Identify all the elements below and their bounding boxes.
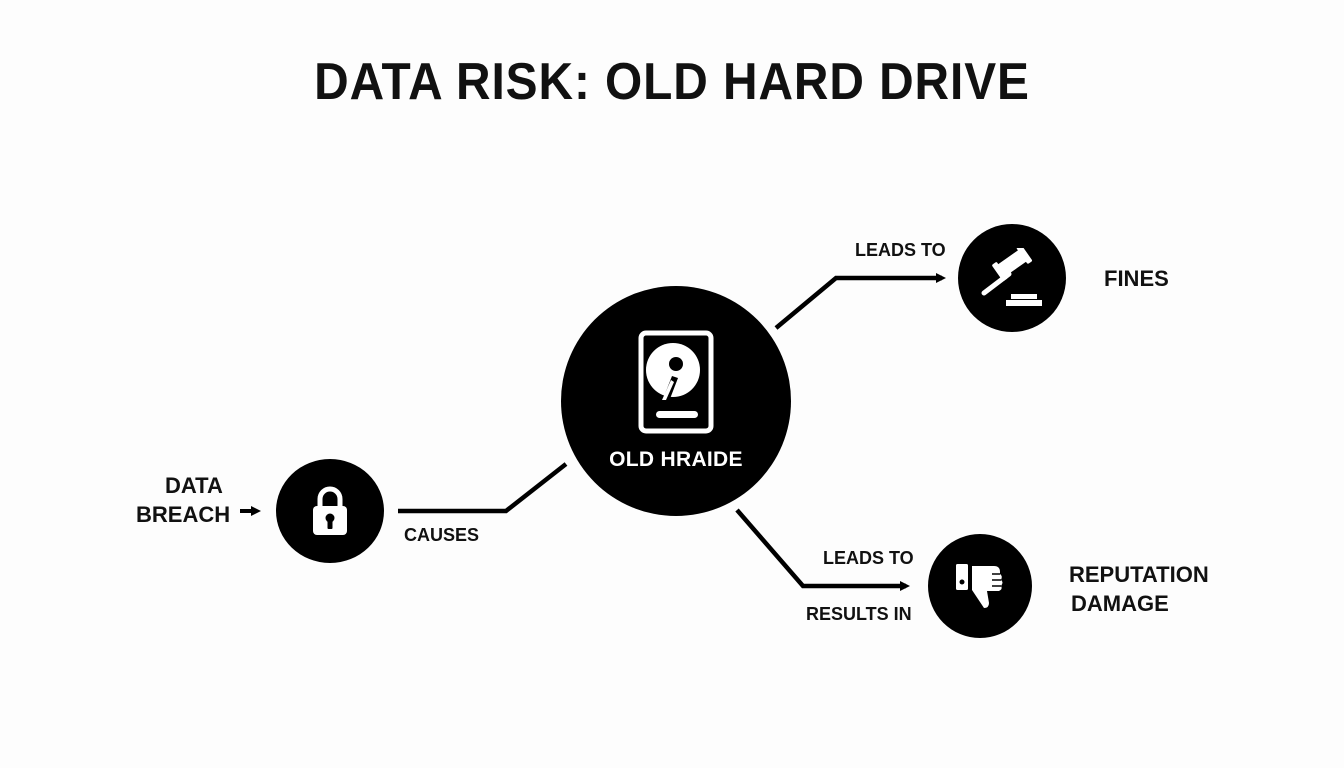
causes-connector [398, 462, 568, 514]
reputation-damage-node [928, 534, 1032, 638]
hard-drive-node: OLD HRAIDE [561, 286, 791, 516]
fines-label: FINES [1104, 266, 1169, 291]
reputation-damage-label-line1: REPUTATION [1069, 562, 1209, 587]
results-in-edge-label: RESULTS IN [806, 604, 912, 624]
thumbs-down-icon [954, 561, 1006, 611]
diagram-title: DATA RISK: OLD HARD DRIVE [314, 53, 1030, 111]
lock-icon [311, 485, 349, 537]
leads-to-reputation-edge-label: LEADS TO [823, 548, 914, 568]
hard-drive-label: OLD HRAIDE [609, 448, 743, 471]
fines-node [958, 224, 1066, 332]
gavel-icon [979, 248, 1045, 308]
leads-to-reputation-connector [735, 508, 910, 591]
data-breach-node [276, 459, 384, 563]
reputation-damage-label-line2: DAMAGE [1071, 591, 1169, 616]
data-breach-label-line1: DATA [165, 473, 223, 498]
leads-to-fines-connector [774, 273, 946, 330]
hard-drive-icon [638, 330, 714, 434]
causes-edge-label: CAUSES [404, 525, 480, 545]
leads-to-fines-edge-label: LEADS TO [855, 240, 946, 260]
data-breach-label-line2: BREACH [136, 502, 231, 527]
